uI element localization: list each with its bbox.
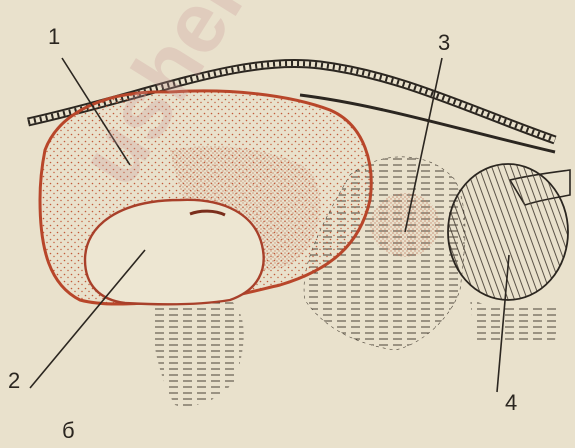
structure-4-hatch-below (470, 300, 560, 344)
cavity-2 (85, 200, 264, 304)
panel-label: б (62, 420, 75, 442)
label-3: 3 (438, 32, 450, 54)
label-1: 1 (48, 26, 60, 48)
structure-3-core (370, 193, 440, 257)
label-4: 4 (505, 392, 517, 414)
label-2: 2 (8, 370, 20, 392)
structure-4-body (448, 164, 568, 300)
tissue-hatching-lower (150, 290, 244, 406)
